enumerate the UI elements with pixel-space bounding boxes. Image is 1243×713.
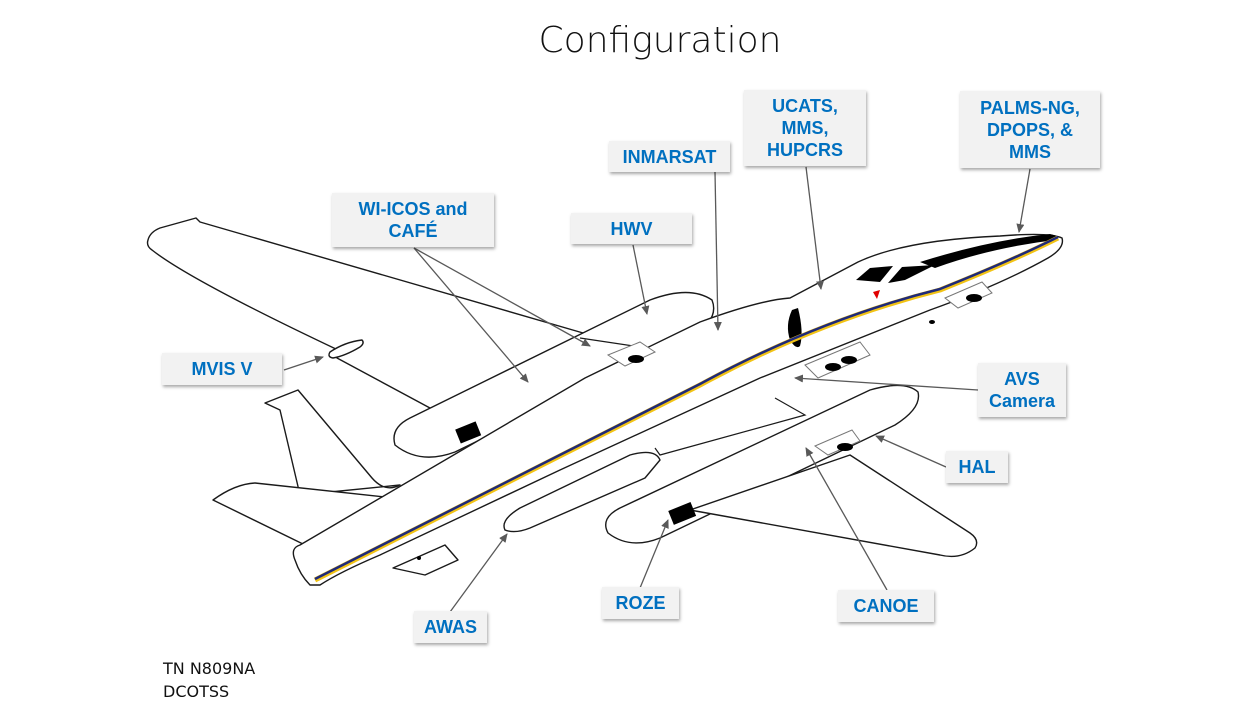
footer-note: TN N809NA DCOTSS — [163, 657, 255, 703]
superpod-cap-right — [668, 502, 697, 525]
leader-palms — [1016, 168, 1031, 233]
label-roze: ROZE — [602, 587, 679, 619]
leader-wicos-1 — [413, 247, 529, 383]
label-awas: AWAS — [414, 611, 487, 643]
vertical-tail — [264, 389, 401, 496]
right-superpod — [605, 384, 920, 544]
right-wing — [689, 454, 978, 558]
leader-roze — [639, 519, 669, 589]
mission-name: DCOTSS — [163, 682, 230, 701]
label-palms-dpops-mms: PALMS-NG, DPOPS, & MMS — [960, 91, 1100, 168]
label-inmarsat: INMARSAT — [609, 141, 730, 172]
leader-canoe — [805, 447, 888, 591]
leader-ucats — [805, 166, 824, 290]
label-hwv: HWV — [571, 213, 692, 244]
leader-wicos-2 — [413, 247, 591, 347]
leader-hal — [875, 435, 947, 468]
label-canoe: CANOE — [838, 590, 934, 622]
label-wicos-cafe: WI-ICOS and CAFÉ — [332, 193, 494, 247]
belly-pod — [503, 451, 661, 533]
tail-number: TN N809NA — [163, 659, 256, 678]
leader-inmarsat — [713, 171, 722, 331]
fuselage-stripe-navy — [314, 235, 1059, 581]
fuselage — [292, 233, 1064, 586]
cockpit-window — [856, 266, 893, 282]
red-marker-icon — [873, 290, 880, 299]
label-avs-camera: AVS Camera — [978, 363, 1066, 417]
leader-hwv — [632, 244, 650, 315]
leader-avs — [794, 374, 979, 391]
leader-awas — [449, 533, 508, 613]
label-ucats-mms-hupcrs: UCATS, MMS, HUPCRS — [744, 90, 866, 166]
wingtip-pod — [328, 339, 364, 359]
left-superpod — [393, 291, 715, 458]
page-title: Configuration — [538, 20, 782, 61]
leader-mvis — [283, 355, 324, 371]
sensor-port-nose — [944, 281, 993, 309]
label-mvis: MVIS V — [162, 353, 282, 385]
superpod-cap-left — [455, 421, 482, 444]
sensor-port-avs — [804, 341, 871, 379]
label-hal: HAL — [946, 451, 1008, 483]
sensor-port-hal — [813, 429, 861, 456]
left-wing — [146, 217, 599, 416]
sensor-port-hwv — [606, 341, 657, 367]
